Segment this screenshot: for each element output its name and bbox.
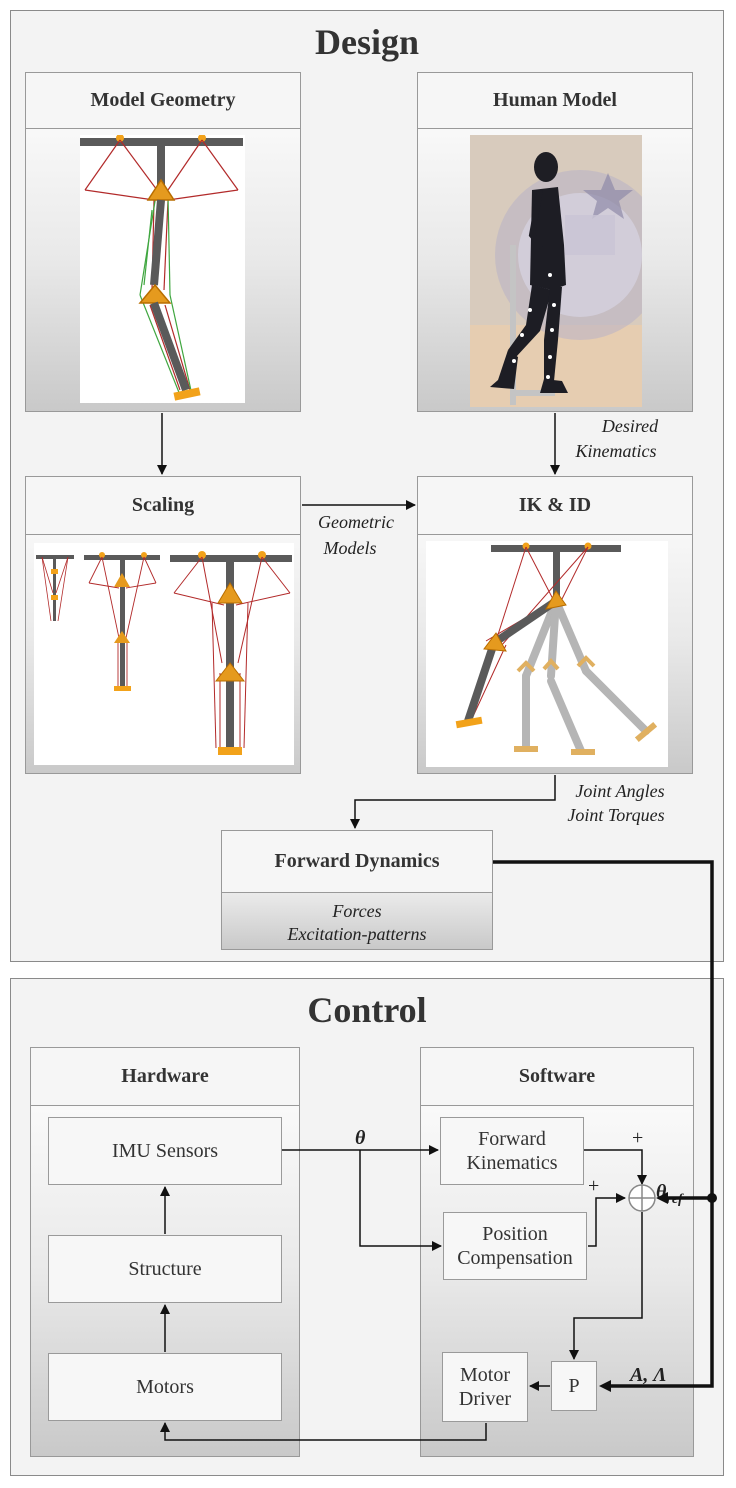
geometric-models-label-1: Geometric [318,512,394,532]
motors-block: Motors [48,1353,282,1421]
model-geometry-title: Model Geometry [26,73,300,129]
human-model-panel: Human Model [417,72,693,412]
scaling-title: Scaling [26,477,300,535]
motor-driver-block: Motor Driver [442,1352,528,1422]
plus-sign-left: + [588,1175,600,1197]
hardware-title: Hardware [31,1048,299,1106]
theta-label: θ [355,1127,366,1149]
motor-driver-line2: Driver [458,1388,512,1410]
theta-ref-sub: ref [666,1192,683,1207]
desired-kinematics-label-1: Desired [601,416,659,436]
forward-kinematics-line2: Kinematics [466,1152,558,1174]
position-compensation-block: Position Compensation [443,1212,587,1280]
motor-driver-line1: Motor [460,1364,510,1386]
ik-id-figure [426,541,668,767]
forward-dynamics-title: Forward Dynamics [222,831,492,893]
position-compensation-line2: Compensation [457,1247,573,1269]
scaling-figure [34,543,294,765]
control-title: Control [307,990,427,1030]
model-geometry-figure [80,135,245,403]
desired-kinematics-label-2: Kinematics [575,441,657,461]
model-geometry-panel: Model Geometry [25,72,301,412]
gains-label: A, Λ [630,1364,667,1386]
plus-sign-top: + [632,1127,644,1149]
design-title: Design [314,22,419,62]
structure-block: Structure [48,1235,282,1303]
imu-sensors-block: IMU Sensors [48,1117,282,1185]
forward-dynamics-panel: Forward Dynamics Forces Excitation-patte… [221,830,493,950]
fd-output-forces: Forces [332,901,382,921]
position-compensation-line1: Position [482,1223,548,1245]
theta-ref-base: θ [656,1181,667,1203]
joint-torques-label: Joint Torques [567,805,665,825]
human-model-photo [470,135,642,407]
human-model-title: Human Model [418,73,692,129]
geometric-models-label-2: Models [323,538,377,558]
ik-id-panel: IK & ID [417,476,693,774]
theta-ref-label: θref [656,1181,683,1208]
ik-id-title: IK & ID [418,477,692,535]
forward-kinematics-block: Forward Kinematics [440,1117,584,1185]
scaling-panel: Scaling [25,476,301,774]
fd-output-excitation: Excitation-patterns [287,924,427,944]
joint-angles-label: Joint Angles [575,781,665,801]
forward-kinematics-line1: Forward [478,1128,546,1150]
p-controller-block: P [551,1361,597,1411]
software-title: Software [421,1048,693,1106]
